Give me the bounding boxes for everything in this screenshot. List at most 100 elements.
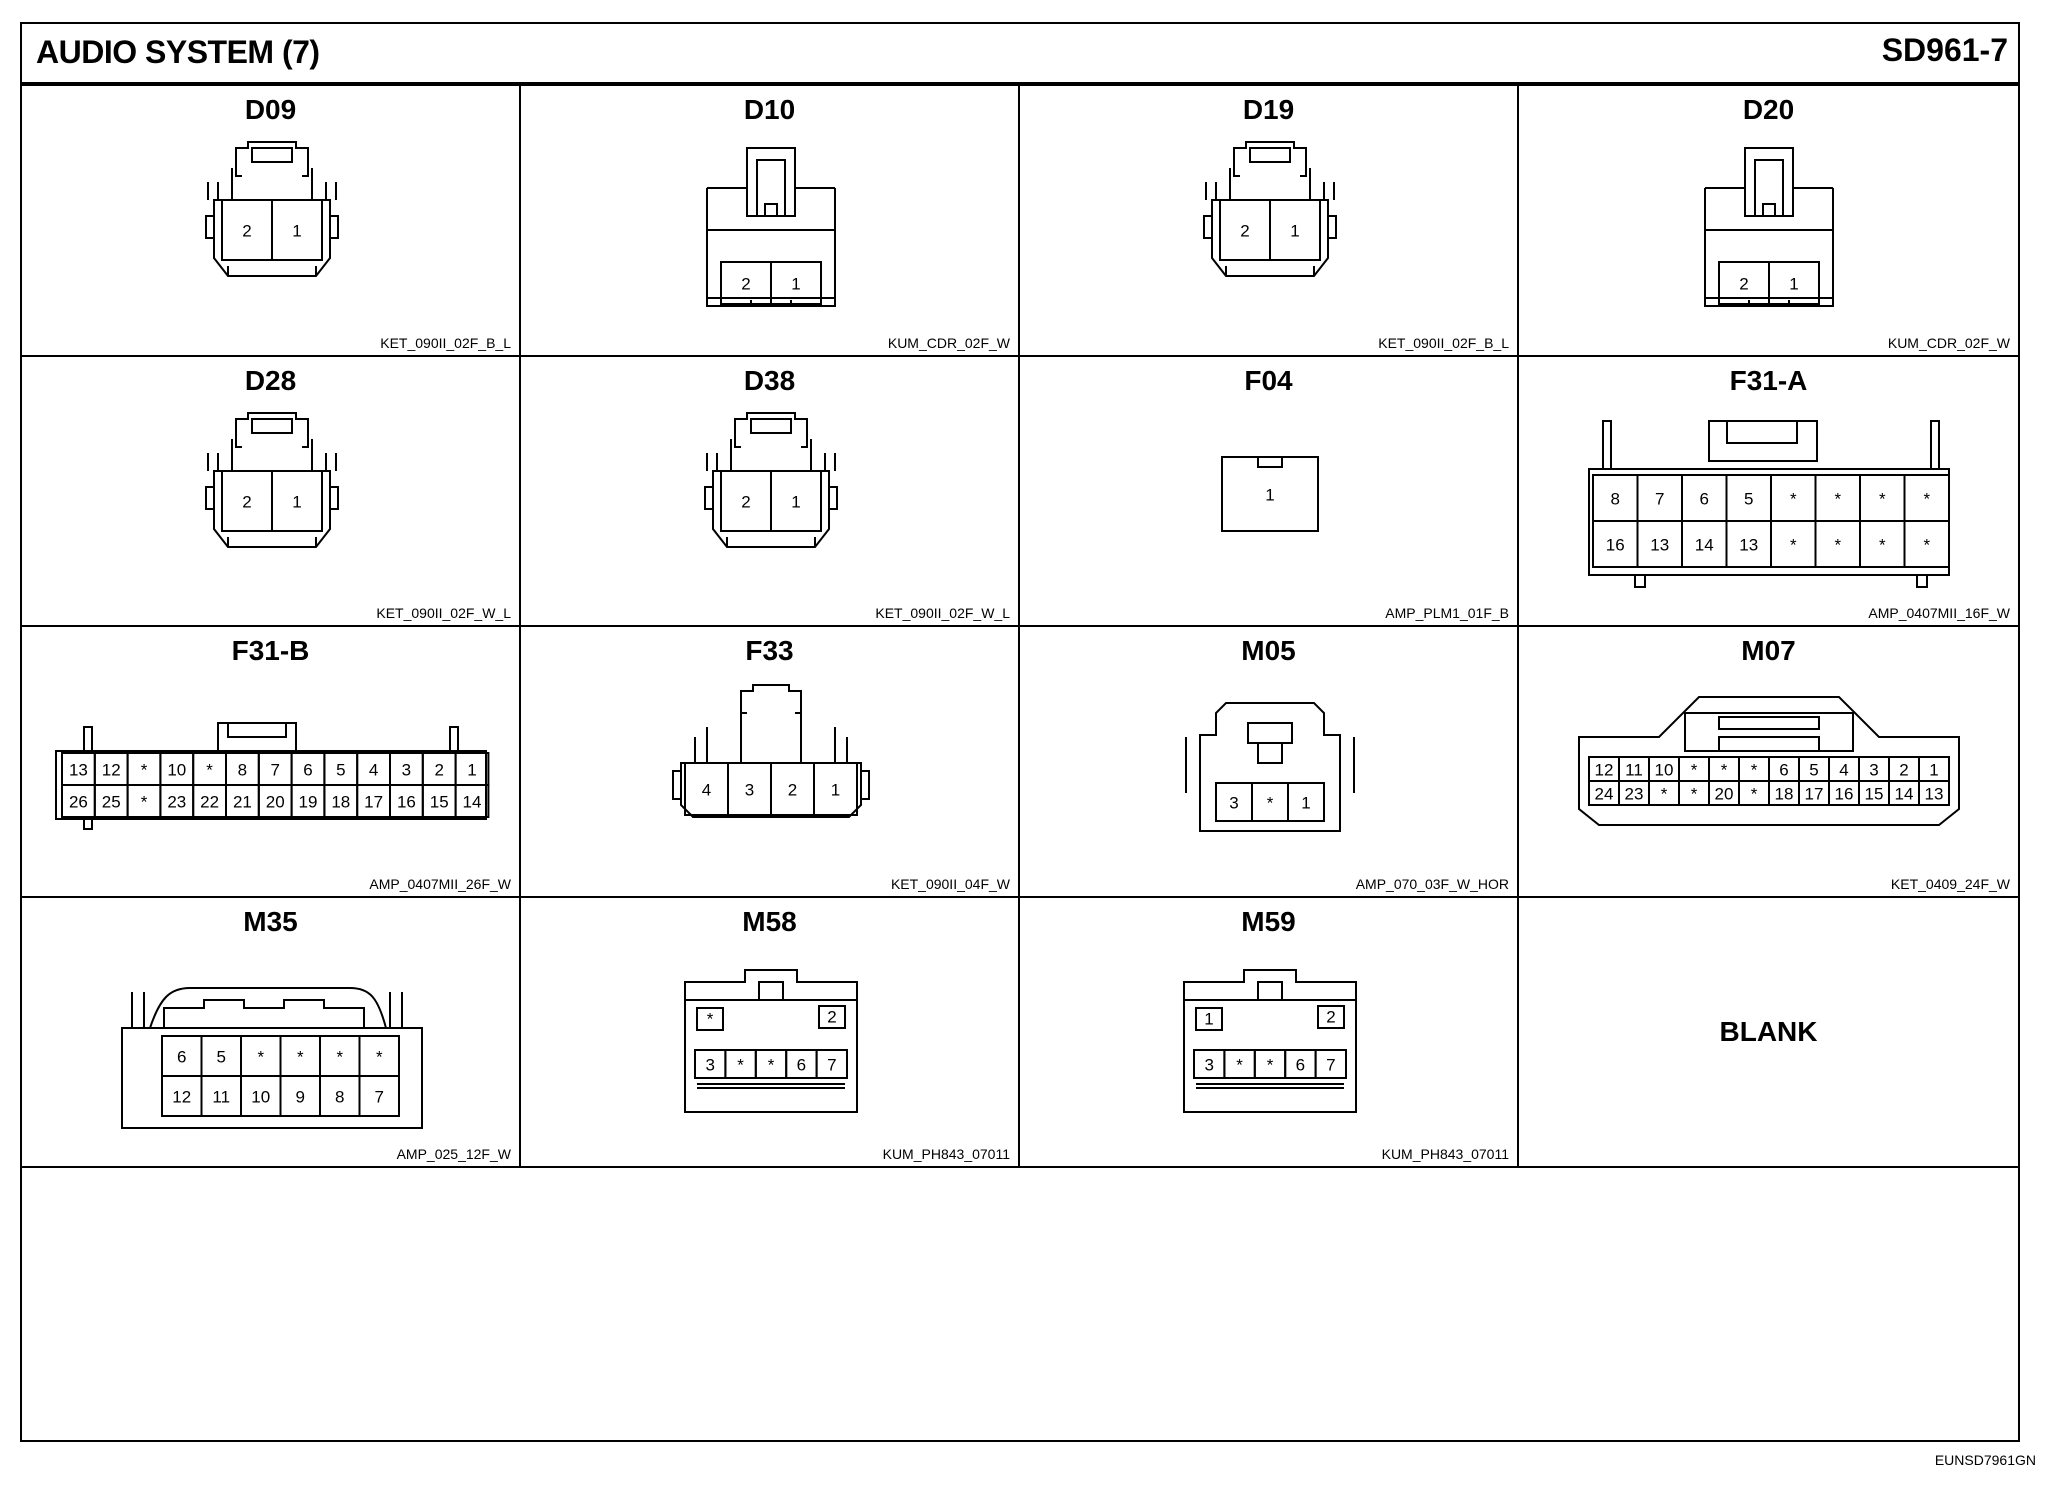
- pin-label: 5: [336, 761, 345, 780]
- pin-label: *: [1721, 761, 1728, 780]
- lock-tab: [1762, 203, 1776, 217]
- pin-label: *: [297, 1047, 304, 1066]
- side-lug: [1203, 215, 1213, 239]
- connector-name: D10: [743, 94, 796, 125]
- pin-label: *: [1661, 785, 1668, 804]
- pin-label: 13: [1925, 785, 1944, 804]
- pin-cell: [770, 469, 822, 532]
- lock-inner: [227, 723, 287, 738]
- side-lug: [329, 485, 339, 510]
- lock: [1684, 712, 1854, 752]
- pin-label: 5: [1744, 489, 1753, 508]
- housing-foot: [1704, 298, 1834, 307]
- pin-label: 22: [200, 793, 219, 812]
- foot-tab: [1916, 573, 1928, 588]
- key: [1247, 722, 1293, 744]
- latch-rail: [730, 438, 812, 471]
- latch-rail: [1229, 168, 1311, 200]
- pin-cell: [1317, 1004, 1345, 1029]
- latch-rail: [740, 713, 802, 763]
- pin-label: 25: [102, 793, 121, 812]
- lock: [746, 147, 796, 217]
- pin-label: *: [141, 761, 148, 780]
- pin-label: 6: [303, 761, 312, 780]
- housing: [1183, 968, 1357, 1113]
- housing: [1199, 775, 1341, 832]
- pin-label: 5: [1809, 761, 1818, 780]
- pin-label: 2: [1899, 761, 1908, 780]
- pin-cell: [818, 1004, 846, 1029]
- pin-cell: [454, 784, 490, 818]
- lock-inner: [1718, 716, 1820, 730]
- pin-cell: [1768, 261, 1820, 305]
- pin-cell: [696, 1006, 724, 1031]
- pin-label: 14: [1695, 535, 1714, 554]
- pin-label: *: [1879, 535, 1886, 554]
- pin-label: 2: [1326, 1007, 1335, 1026]
- lock-inner: [1726, 420, 1798, 444]
- blank-cell: BLANK: [1519, 898, 2018, 1168]
- pin-label: 17: [1805, 785, 1824, 804]
- pin-label: 8: [238, 761, 247, 780]
- lock: [1708, 419, 1818, 462]
- pin-label: 20: [1715, 785, 1734, 804]
- pin-cell: [1903, 519, 1950, 568]
- pin-label: 21: [233, 793, 252, 812]
- pin-label: 15: [430, 793, 449, 812]
- housing-detail: [227, 536, 317, 547]
- connector-part-number: AMP_070_03F_W_HOR: [1355, 875, 1509, 892]
- pin-cell: [815, 1048, 849, 1079]
- pin-label: 13: [69, 761, 88, 780]
- side-guide: [207, 182, 337, 200]
- connector-part-number: KET_090II_02F_B_L: [380, 334, 511, 351]
- connector-part-number: KET_090II_04F_W: [890, 875, 1010, 892]
- lock-tab: [764, 203, 778, 217]
- pin-label: 1: [1265, 485, 1274, 504]
- pin-label: 6: [1296, 1055, 1305, 1074]
- pin-label: 7: [375, 1087, 384, 1106]
- pin-label: 2: [788, 781, 797, 800]
- pin-label: 15: [1865, 785, 1884, 804]
- pin-label: 1: [791, 492, 800, 511]
- key: [1257, 742, 1283, 764]
- key: [758, 980, 784, 1001]
- connector-part-number: KUM_CDR_02F_W: [887, 334, 1010, 351]
- pin-cell: [1287, 782, 1325, 822]
- connector-name: M05: [1241, 635, 1296, 666]
- pin-label: 2: [242, 492, 251, 511]
- pin-label: 2: [1240, 222, 1249, 241]
- latch: [740, 684, 802, 714]
- pin-label: 14: [1895, 785, 1914, 804]
- connector-part-number: KET_090II_02F_B_L: [1378, 334, 1509, 351]
- pin-label: 6: [177, 1047, 186, 1066]
- pin-label: 8: [1611, 489, 1620, 508]
- connector-part-number: KET_0409_24F_W: [1890, 875, 2010, 892]
- sheet-header: AUDIO SYSTEM (7) SD961-7: [22, 24, 2018, 86]
- key: [1257, 980, 1283, 1001]
- connector-name: F31-A: [1729, 364, 1808, 396]
- lock: [1744, 147, 1794, 217]
- pin-label: 18: [331, 793, 350, 812]
- pin-label: 1: [292, 492, 301, 511]
- pin-label: *: [1834, 489, 1841, 508]
- pin-label: *: [1267, 794, 1274, 813]
- pin-label: 1: [1301, 794, 1310, 813]
- sheet-code: SD961-7: [1881, 32, 2008, 68]
- pin-label: *: [1267, 1055, 1274, 1074]
- pin-label: 6: [797, 1055, 806, 1074]
- side-lug: [1327, 215, 1337, 239]
